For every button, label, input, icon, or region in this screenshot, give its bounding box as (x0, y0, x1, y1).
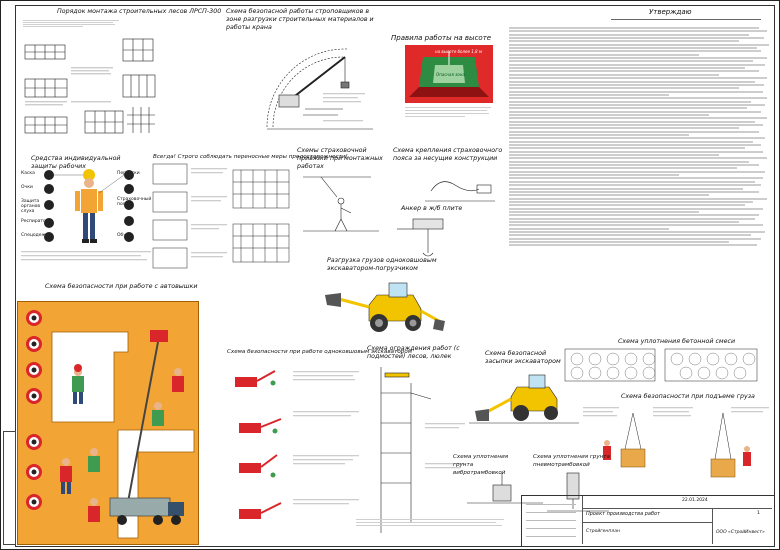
loader-drawing (325, 282, 445, 332)
stamp-sheet-label: Стройгенплан (586, 529, 620, 534)
tower-poster-art (26, 310, 195, 539)
height-caption: на высоте более 1,8 м (435, 49, 482, 54)
title-block-grid (522, 496, 583, 544)
ppe-panel: Каска Очки Защита органов слуха Респират… (19, 153, 154, 271)
approve-label: Утверждаю (649, 8, 692, 16)
belt-drawing (425, 181, 495, 202)
drawing-frame (15, 5, 775, 547)
excavator-fill-title: Схема безопасной засыпки экскаватором (485, 350, 561, 365)
scaffold-drawings (24, 38, 156, 134)
digger-scheme (235, 370, 359, 519)
crane-scheme (266, 48, 373, 130)
scaffold-title: Порядок монтажа строительных лесов ЛРСП-… (57, 8, 222, 15)
lifting-drawing (583, 407, 769, 478)
stamp-date: 22.01.2024 (682, 498, 708, 503)
remember-title: Всегда! Строго соблюдать переносные меры… (153, 154, 348, 160)
binding-strip (3, 431, 16, 545)
approve-underline (611, 19, 761, 20)
ppe-label-respirator: Респиратор (21, 219, 49, 224)
ppe-label-hearing: Защита органов слуха (21, 199, 41, 214)
belt-title: Схема крепления страховочного пояса за н… (393, 147, 503, 162)
ppe-label-goggles: Очки (21, 185, 33, 190)
ppe-label-harness: Страховочный пояс (117, 197, 152, 207)
legend-block (356, 517, 506, 528)
loader-title: Разгрузка грузов одноковшовым экскаватор… (327, 257, 437, 272)
vibro-drawings (467, 472, 609, 512)
anchor-title: Анкер в ж/б плите (401, 205, 463, 212)
scaffold-text-1 (23, 19, 119, 28)
ppe-label-clothing: Спецодежда (21, 233, 52, 238)
ppe-title: Средства индивидуальной защиты рабочих (31, 155, 121, 170)
pit-fence-title: Схема ограждения работ (с подмостей) лес… (367, 345, 460, 360)
height-title: Правила работы на высоте (391, 34, 492, 42)
precaution-grid (152, 163, 290, 269)
ppe-label-boots: Обувь (117, 233, 132, 238)
ppe-label-helmet: Каска (21, 171, 35, 176)
excavator-fill-drawing (469, 374, 579, 424)
crane-title: Схема безопасной работы строповщиков в з… (226, 8, 374, 31)
height-zone-label: Опасная зона (436, 72, 465, 77)
stamp-org: ООО «СтройИнвест» (716, 530, 765, 535)
tower-poster (17, 301, 199, 545)
height-hazard-diagram: на высоте более 1,8 м Опасная зона (405, 45, 493, 103)
harness-title: Схемы страховочной привязки при монтажны… (297, 147, 383, 170)
vibro1-title: Схема уплотнения грунта вибротрамбовкой (453, 454, 509, 476)
stamp-sheet-no: 1 (757, 511, 760, 516)
title-block: 22.01.2024 Проект производства работ Стр… (521, 495, 775, 547)
vibro2-title: Схема уплотнения грунта пневмотрамбовкой (533, 454, 610, 468)
ppe-icons (21, 169, 151, 261)
lifting-title: Схема безопасности при подъеме груза (621, 393, 755, 400)
digger-title: Схема безопасности при работе одноковшов… (227, 349, 412, 355)
harness-drawings (303, 176, 379, 232)
tower-title: Схема безопасности при работе с автовышк… (45, 283, 198, 290)
explanatory-notes (509, 27, 771, 487)
anchor-drawing (397, 218, 444, 257)
pit-fence-drawing (380, 367, 465, 533)
height-notes (405, 105, 493, 119)
compaction-grids (564, 348, 758, 382)
compaction-title: Схема уплотнения бетонной смеси (618, 338, 736, 345)
stamp-title: Проект производства работ (586, 511, 661, 517)
